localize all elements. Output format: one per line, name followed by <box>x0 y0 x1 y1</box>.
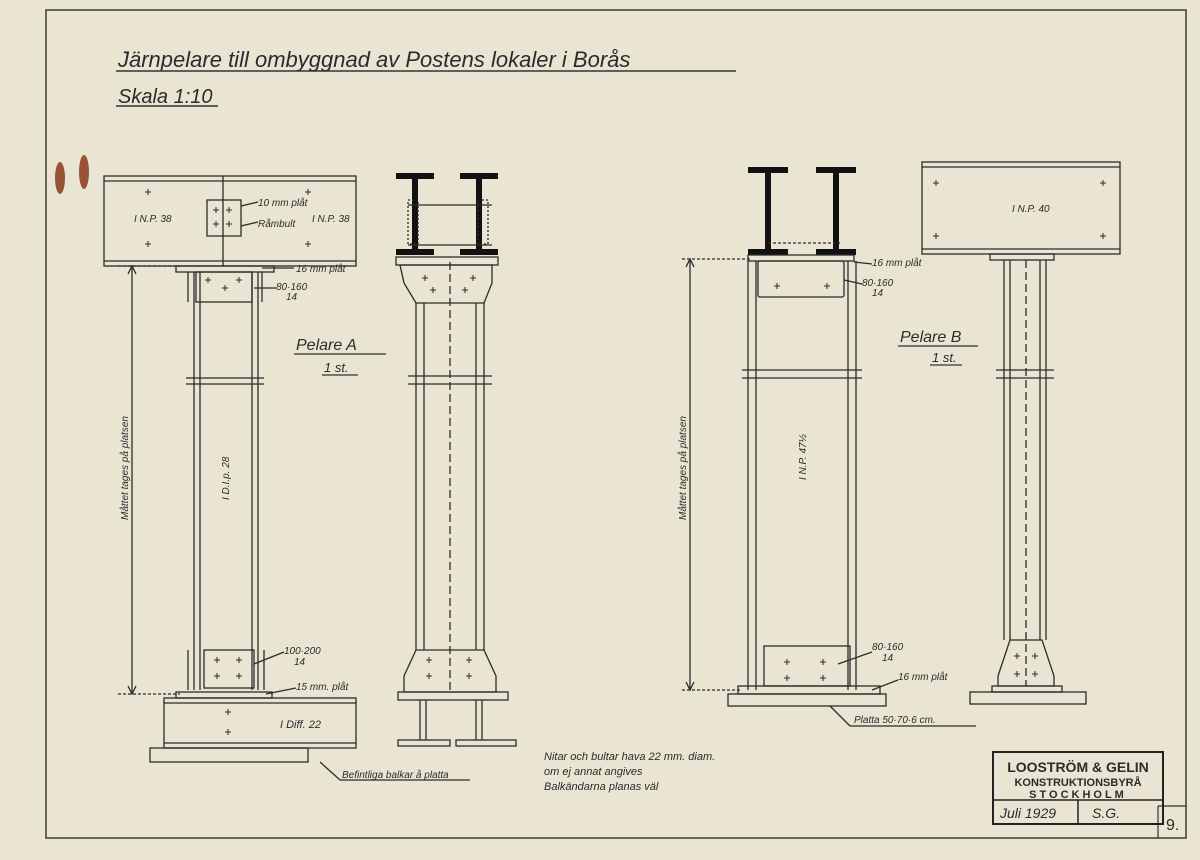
pelare-b-angle-top-sub: 14 <box>872 288 884 299</box>
pelare-b-base-plate-label: 16 mm plåt <box>898 671 949 683</box>
pelare-a-existing-label: Befintliga balkar å platta <box>342 769 449 781</box>
pelare-a-beam-right-label: I N.P. 38 <box>312 214 350 225</box>
stamp-company: LOOSTRÖM & GELIN <box>1007 759 1149 775</box>
pelare-b-dim-text: Måttet tages på platsen <box>677 416 689 520</box>
stamp-signature: S.G. <box>1092 805 1120 821</box>
stamp-city: STOCKHOLM <box>1029 789 1127 801</box>
general-notes: Nitar och bultar hava 22 mm. diam. om ej… <box>544 751 715 793</box>
pelare-a-dim-text: Måttet tages på platsen <box>119 416 131 520</box>
pelare-b-front-view <box>682 167 976 727</box>
pelare-a-angle-bottom-sub: 14 <box>294 657 306 668</box>
pelare-a-side-view <box>103 175 470 781</box>
pelare-a-base-plate-label: 15 mm. plåt <box>296 681 349 693</box>
note-line-3: Balkändarna planas väl <box>544 781 659 793</box>
pelare-a-angle-top-label: 80·160 <box>276 282 308 293</box>
scale-label: Skala 1:10 <box>118 86 213 108</box>
note-line-2: om ej annat angives <box>544 766 643 778</box>
pelare-b-base-label: Platta 50·70·6 cm. <box>854 715 936 726</box>
pelare-a-angle-top-sub: 14 <box>286 292 298 303</box>
pelare-a-angle-bottom-label: 100·200 <box>284 646 321 657</box>
pelare-b-angle-top-label: 80·160 <box>862 278 894 289</box>
stamp-date: Juli 1929 <box>999 805 1056 821</box>
pelare-b-angle-bottom-sub: 14 <box>882 653 894 664</box>
pelare-a-beam-left-label: I N.P. 38 <box>134 214 172 225</box>
pelare-b-name: Pelare B <box>900 329 962 346</box>
pelare-b-side-view <box>921 161 1121 705</box>
bolt-markers <box>145 180 1106 735</box>
pelare-a-plate-label: 10 mm plåt <box>258 197 309 209</box>
note-line-1: Nitar och bultar hava 22 mm. diam. <box>544 751 715 763</box>
pelare-a-count: 1 st. <box>324 360 349 375</box>
stamp-subtitle: KONSTRUKTIONSBYRÅ <box>1014 776 1141 789</box>
pelare-a-cap-plate-label: 16 mm plåt <box>296 263 347 275</box>
sheet-number: 9. <box>1166 817 1179 834</box>
sheet-border <box>45 9 1187 839</box>
pelare-a-name: Pelare A <box>296 337 357 354</box>
stain-marks-icon <box>55 155 89 194</box>
pelare-a-bolt-label: Råmbult <box>258 218 296 230</box>
pelare-b-cap-plate-label: 16 mm plåt <box>872 257 923 269</box>
pelare-a-base-beam-label: I Diff. 22 <box>280 719 321 731</box>
pelare-a-column-profile: I D.I.p. 28 <box>221 456 232 500</box>
pelare-a-front-view <box>395 173 517 747</box>
drawing-title: Järnpelare till ombyggnad av Postens lok… <box>117 47 630 72</box>
pelare-b-beam-label: I N.P. 40 <box>1012 204 1050 215</box>
pelare-b-count: 1 st. <box>932 350 957 365</box>
pelare-b-column-profile: I N.P. 47½ <box>798 433 809 480</box>
title-block-stamp: LOOSTRÖM & GELIN KONSTRUKTIONSBYRÅ STOCK… <box>992 751 1164 825</box>
pelare-b-angle-bottom-label: 80·160 <box>872 642 904 653</box>
